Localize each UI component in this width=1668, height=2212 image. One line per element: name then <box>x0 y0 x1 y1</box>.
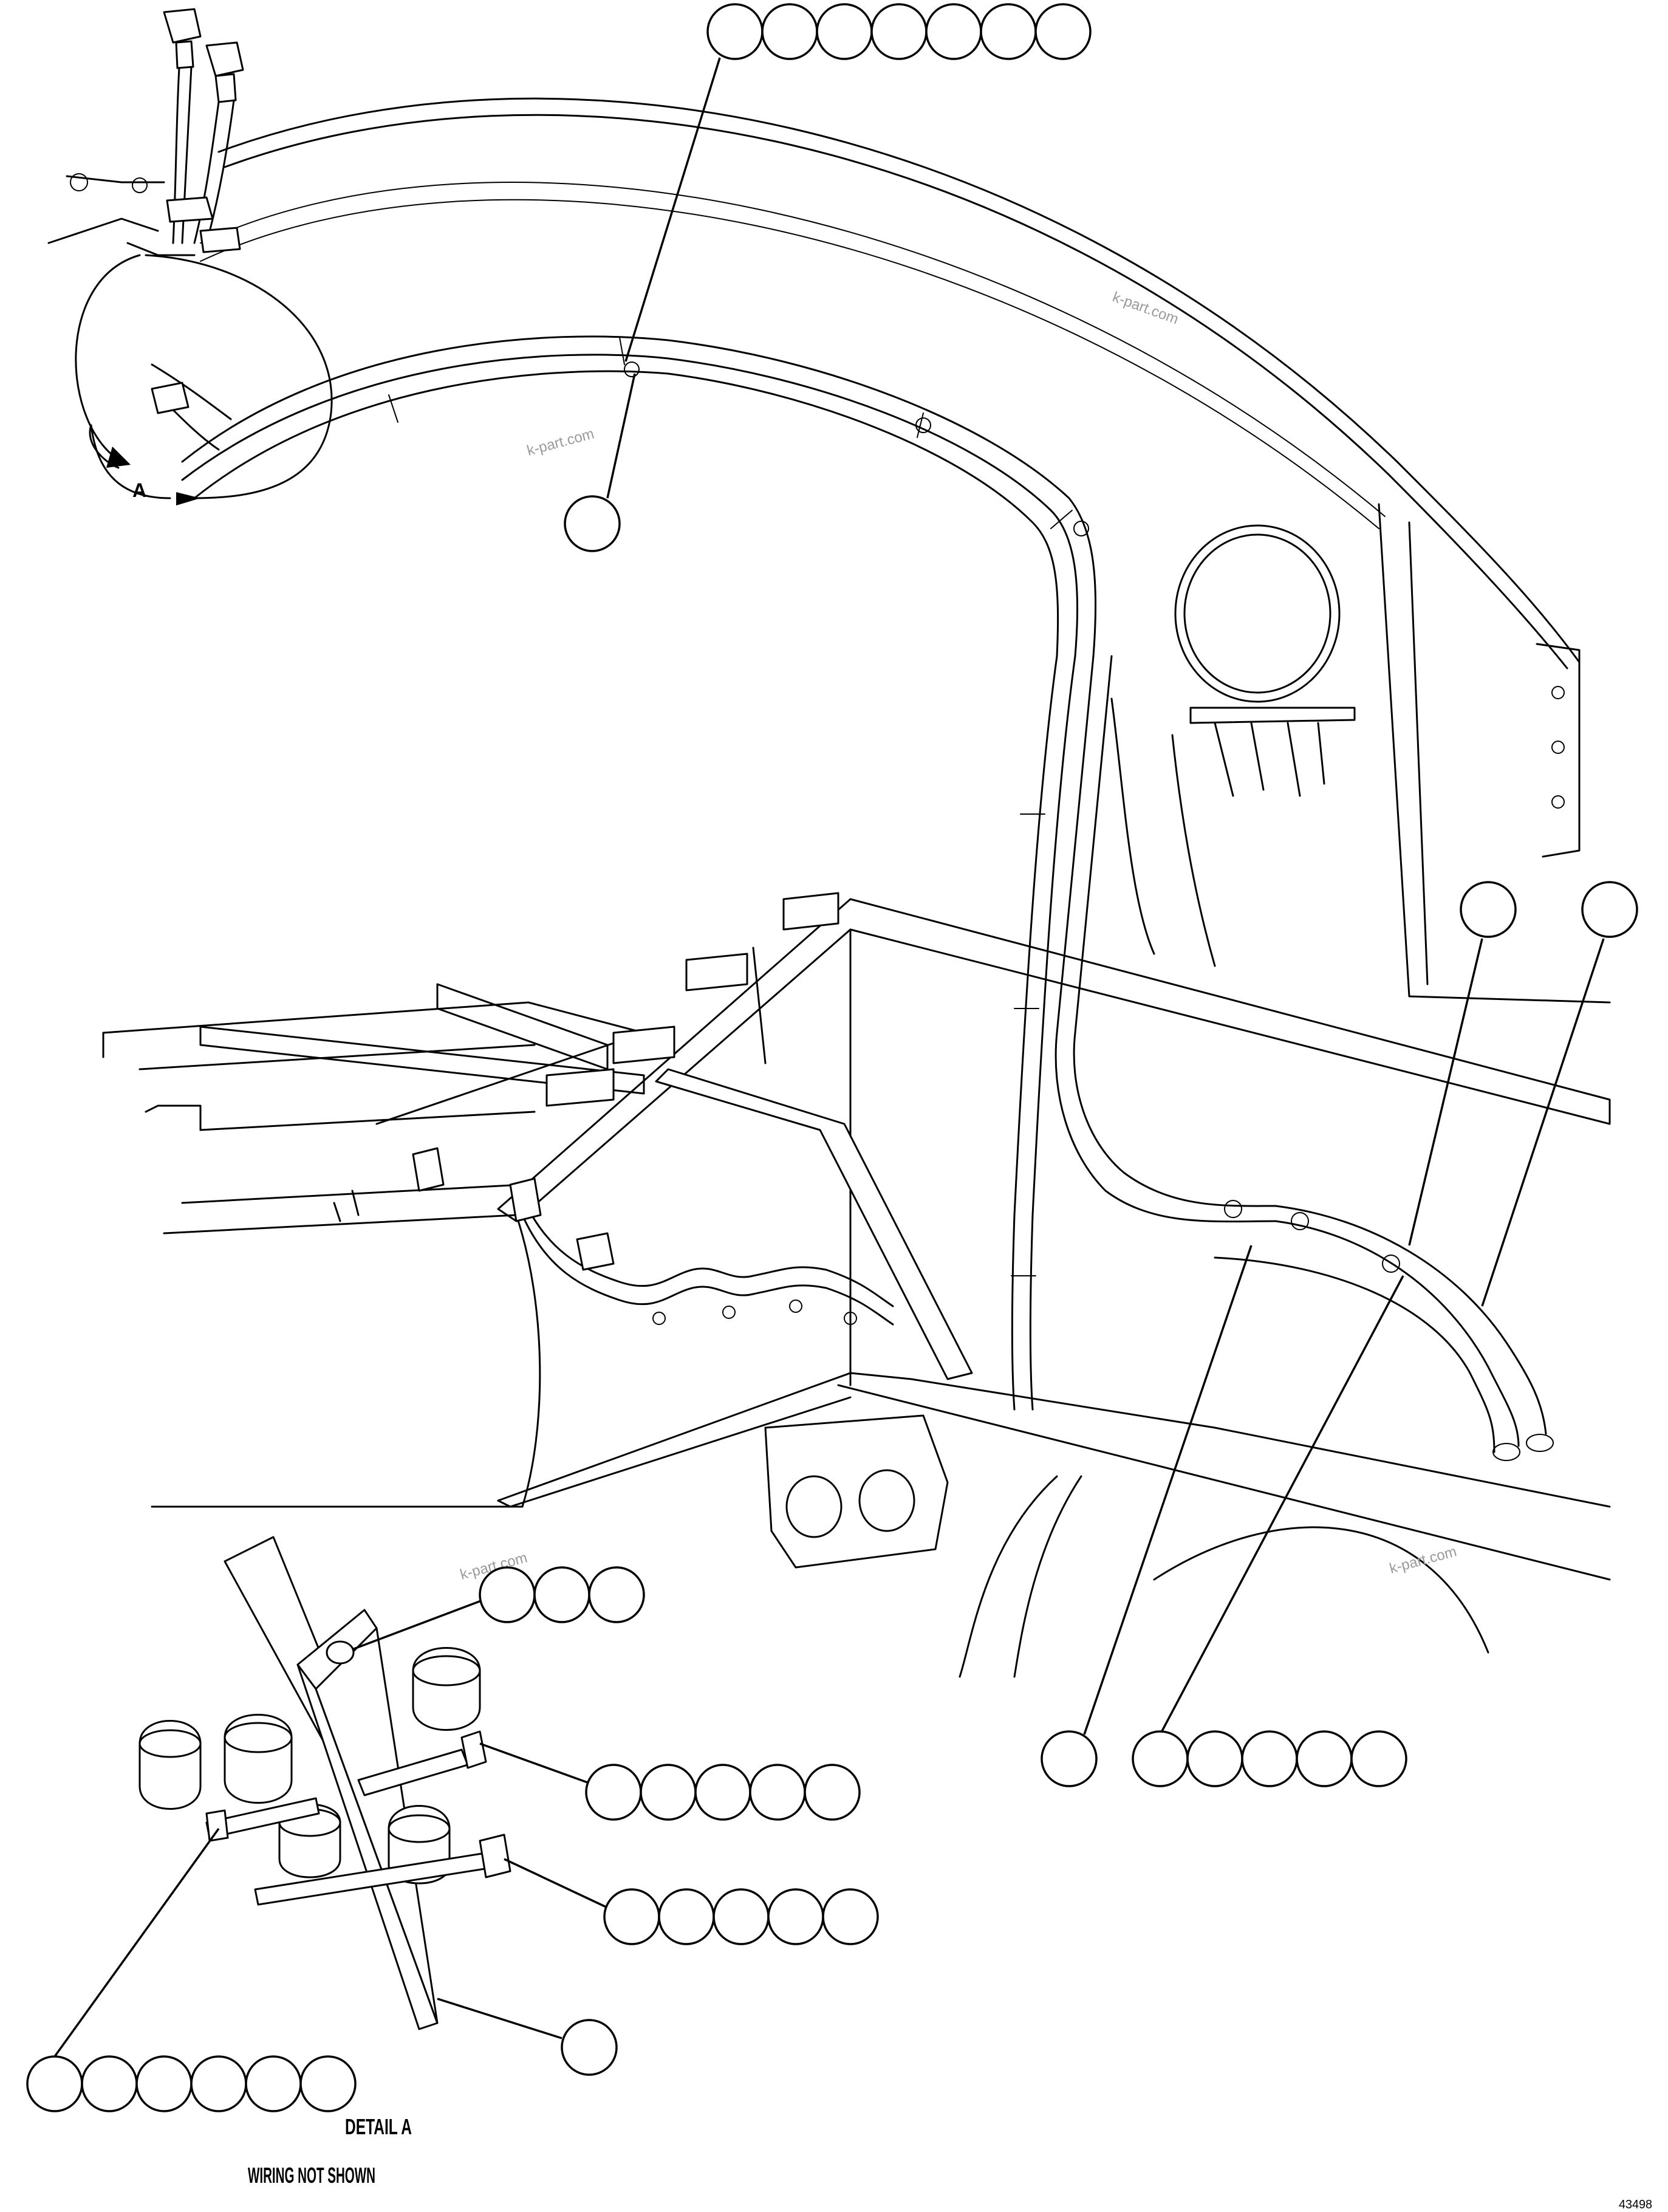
callout-right-tube-a[interactable] <box>1408 881 1517 1246</box>
watermark: k-part.com <box>1388 1543 1458 1577</box>
callout-top-hose-clamp[interactable] <box>624 3 1092 362</box>
callout-detail-clamp-upper[interactable] <box>479 1742 861 1821</box>
callout-detail-clamp-lower[interactable] <box>504 1858 879 1945</box>
clamp-rings <box>138 1647 481 1885</box>
watermark: k-part.com <box>1110 289 1181 327</box>
drawing-reference: 43498 <box>1619 2198 1652 2211</box>
callout-upper-harness[interactable] <box>564 373 636 552</box>
callout-detail-bracket[interactable] <box>437 1998 618 2076</box>
callout-lower-clamp-group[interactable] <box>1041 1245 1407 1787</box>
left-frame <box>102 892 839 1222</box>
detail-a-assembly <box>138 1536 511 2030</box>
upper-harness-tubes <box>181 335 1097 657</box>
cab-frame <box>1110 503 1611 1004</box>
vertical-tubes <box>1011 655 1554 1461</box>
callout-right-tube-b[interactable] <box>1481 881 1638 1307</box>
detail-title: DETAIL A <box>345 2114 412 2139</box>
view-marker-label: A <box>132 479 146 501</box>
top-left-connectors <box>47 8 244 256</box>
fender-arc <box>200 97 1581 669</box>
step-treads <box>545 892 839 1107</box>
detail-note: WIRING NOT SHOWN <box>248 2163 375 2188</box>
watermark: k-part.com <box>525 425 596 459</box>
callout-detail-bolt-left[interactable] <box>26 1827 357 2112</box>
detail-a-marker: A <box>75 254 333 505</box>
hydraulic-line <box>412 1147 894 1326</box>
chassis-beam <box>151 898 1611 1678</box>
callout-detail-bolt[interactable] <box>352 1566 645 1651</box>
